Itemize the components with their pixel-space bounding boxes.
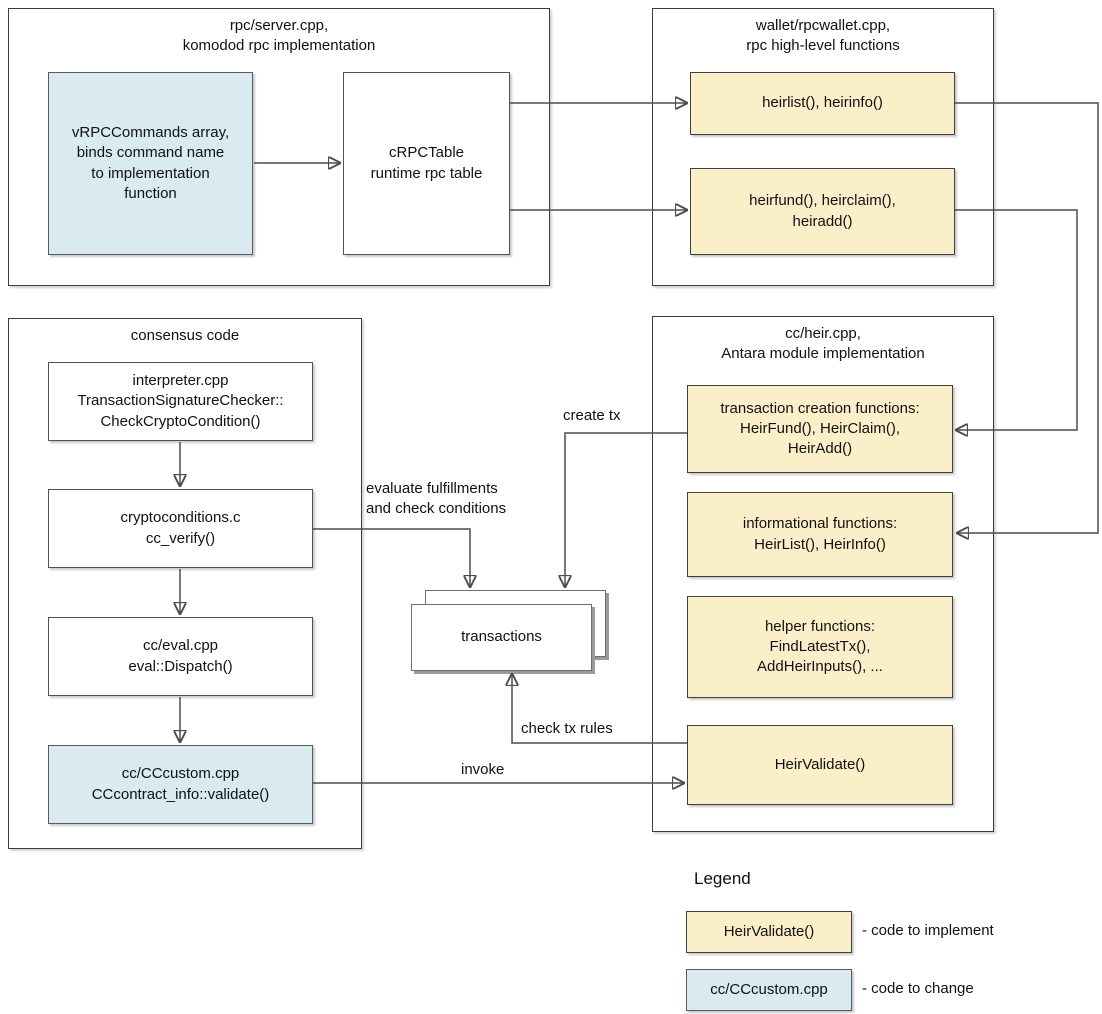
edge-label-check-tx-rules: check tx rules (521, 720, 613, 737)
node-crpctable: cRPCTable runtime rpc table (343, 72, 510, 255)
legend-change-label: - code to change (862, 980, 974, 997)
node-heirfund: heirfund(), heirclaim(), heiradd() (690, 168, 955, 255)
legend-implement-label: - code to implement (862, 922, 994, 939)
node-txcreation: transaction creation functions: HeirFund… (687, 385, 953, 473)
edge-label-create-tx: create tx (563, 407, 621, 424)
node-vrpccommands: vRPCCommands array, binds command name t… (48, 72, 253, 255)
node-cccustom: cc/CCcustom.cpp CCcontract_info::validat… (48, 745, 313, 824)
edge-label-invoke: invoke (461, 761, 505, 778)
node-cceval: cc/eval.cpp eval::Dispatch() (48, 617, 313, 696)
group-consensus-title: consensus code (130, 327, 240, 344)
group-wallet-title: wallet/rpcwallet.cpp, rpc high-level fun… (746, 17, 900, 55)
node-heirlist: heirlist(), heirinfo() (690, 72, 955, 135)
group-heir-title: cc/heir.cpp, Antara module implementatio… (721, 325, 925, 363)
node-cryptoconditions: cryptoconditions.c cc_verify() (48, 489, 313, 568)
node-informational: informational functions: HeirList(), Hei… (687, 492, 953, 577)
node-transactions: transactions (411, 604, 592, 671)
legend-title: Legend (694, 869, 751, 888)
node-heirvalidate: HeirValidate() (687, 725, 953, 805)
group-rpc-server-title: rpc/server.cpp, komodod rpc implementati… (182, 17, 376, 55)
legend-change-swatch: cc/CCcustom.cpp (686, 969, 852, 1011)
edge-label-evaluate: evaluate fulfillments and check conditio… (366, 480, 507, 518)
node-helper: helper functions: FindLatestTx(), AddHei… (687, 596, 953, 698)
legend-implement-swatch: HeirValidate() (686, 911, 852, 953)
node-interpreter: interpreter.cpp TransactionSignatureChec… (48, 362, 313, 441)
